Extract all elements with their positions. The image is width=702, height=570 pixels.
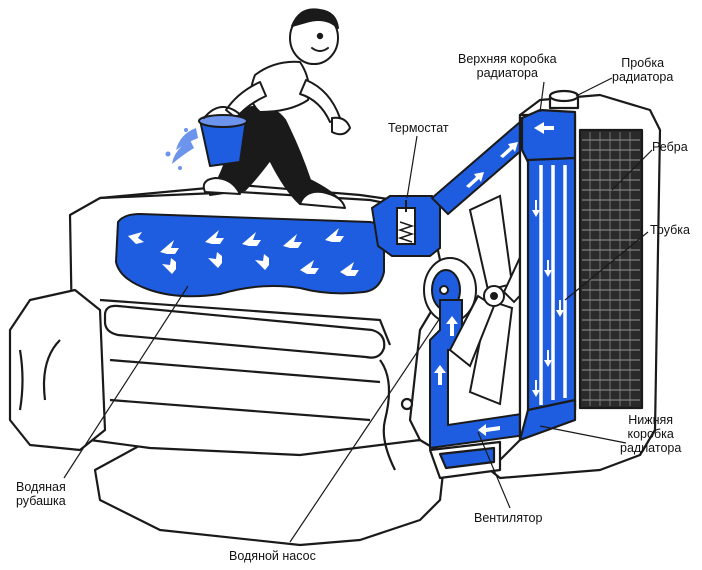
boy-shoe-left — [202, 177, 241, 195]
boy-with-bucket-icon — [165, 8, 351, 209]
flow-arrow-icon — [534, 122, 554, 134]
leader-radiator-cap — [575, 77, 613, 97]
fan-blade-lower — [468, 298, 514, 406]
flow-arrow-icon — [544, 350, 552, 367]
label-water-jacket-line-1: Водяная — [16, 480, 66, 494]
upper-hose-arrows — [466, 142, 518, 188]
flow-arrow-icon — [500, 142, 518, 158]
label-water-pump: Водяной насос — [229, 549, 316, 563]
flow-arrow-icon — [242, 232, 261, 246]
radiator-lower-tank — [518, 398, 577, 442]
water-pump-shaft — [439, 285, 449, 295]
fan-hub-center — [490, 292, 498, 300]
label-lower-tank: Нижняя коробка радиатора — [620, 413, 681, 455]
flow-arrow-icon — [340, 262, 359, 276]
radiator-upper-tank — [520, 108, 577, 164]
flow-arrow-icon — [544, 260, 552, 277]
flow-arrow-icon — [556, 300, 564, 317]
flow-arrow-icon — [160, 240, 179, 254]
leader-lines — [63, 77, 653, 543]
label-radiator-cap: Пробка радиатора — [612, 56, 673, 84]
flow-arrow-icon — [208, 252, 222, 268]
flow-arrow-icon — [478, 424, 500, 436]
boy-bucket-handle — [203, 106, 245, 119]
label-water-jacket: Водяная рубашка — [16, 480, 66, 508]
label-radiator-cap-line-1: Пробка — [621, 56, 665, 70]
flow-arrow-icon — [162, 258, 176, 274]
leader-water-pump — [289, 317, 441, 543]
flow-arrow-icon — [466, 172, 484, 188]
leader-thermostat — [406, 135, 418, 199]
flow-arrow-icon — [205, 230, 224, 244]
label-upper-tank-line-2: радиатора — [476, 66, 538, 80]
engine-lower-rail — [109, 358, 381, 422]
label-upper-tank-line-1: Верхняя коробка — [458, 52, 557, 66]
water-jacket — [114, 212, 385, 298]
label-lower-tank-line-3: радиатора — [620, 441, 682, 455]
label-tubes: Трубка — [650, 223, 690, 237]
label-thermostat: Термостат — [388, 121, 449, 135]
lower-hose-arrows — [434, 316, 500, 436]
radiator-fins — [582, 132, 640, 406]
water-drop — [172, 140, 194, 164]
thermostat-spring — [397, 221, 415, 243]
flow-arrow-icon — [283, 234, 302, 248]
water-jacket-cavity — [114, 212, 385, 298]
leader-tubes — [564, 231, 649, 301]
flow-arrow-icon — [300, 260, 319, 274]
engine-bolt — [400, 397, 414, 411]
boy-hand-right — [331, 116, 351, 136]
fan-blade-upper — [468, 194, 514, 292]
boy-hair — [291, 8, 339, 29]
label-radiator-cap-line-2: радиатора — [612, 70, 674, 84]
flow-arrow-icon — [128, 232, 144, 244]
radiator-arrows — [532, 122, 564, 397]
radiator-base-inner — [438, 446, 496, 470]
label-water-jacket-line-2: рубашка — [16, 494, 66, 508]
leader-fins — [611, 149, 653, 191]
radiator-cap — [548, 89, 580, 103]
flow-arrow-icon — [532, 200, 540, 217]
flow-arrow-icon — [255, 254, 269, 270]
leader-fan — [477, 431, 511, 509]
radiator-tube-dividers — [539, 165, 567, 405]
label-lower-tank-line-1: Нижняя — [628, 413, 674, 427]
thermostat-housing — [370, 195, 441, 257]
label-upper-tank: Верхняя коробка радиатора — [458, 52, 557, 80]
engine-side-detail — [18, 339, 61, 411]
radiator-fin-lines — [582, 139, 640, 401]
water-drop — [178, 166, 182, 170]
water-jacket-arrows — [128, 228, 359, 276]
flow-arrow-icon — [434, 365, 446, 385]
radiator-core — [578, 128, 644, 410]
boy-bucket-rim — [198, 114, 248, 128]
radiator — [428, 89, 662, 480]
engine-manifold — [379, 359, 396, 471]
engine-rail — [103, 304, 386, 359]
water-splash — [165, 128, 198, 170]
leader-water-jacket — [63, 285, 189, 479]
boy-mouth — [311, 47, 329, 52]
engine-end-face — [8, 288, 107, 452]
radiator-tube-lines — [589, 132, 631, 406]
leader-lower-tank — [539, 425, 627, 444]
cylinder-head-edge — [99, 298, 392, 346]
engine-crankcase — [93, 438, 447, 547]
boy-eye — [316, 32, 324, 40]
water-drop — [176, 128, 198, 150]
label-fins: Ребра — [652, 140, 688, 154]
water-drop — [184, 128, 188, 132]
boy-arm-right — [299, 79, 341, 123]
label-fan: Вентилятор — [474, 511, 543, 525]
water-drop — [165, 151, 171, 157]
flow-arrow-icon — [446, 316, 458, 336]
boy-shoe-right — [299, 190, 346, 209]
flow-arrow-icon — [532, 380, 540, 397]
leader-upper-tank — [539, 81, 545, 113]
label-lower-tank-line-2: коробка — [627, 427, 674, 441]
flow-arrow-icon — [325, 228, 344, 242]
